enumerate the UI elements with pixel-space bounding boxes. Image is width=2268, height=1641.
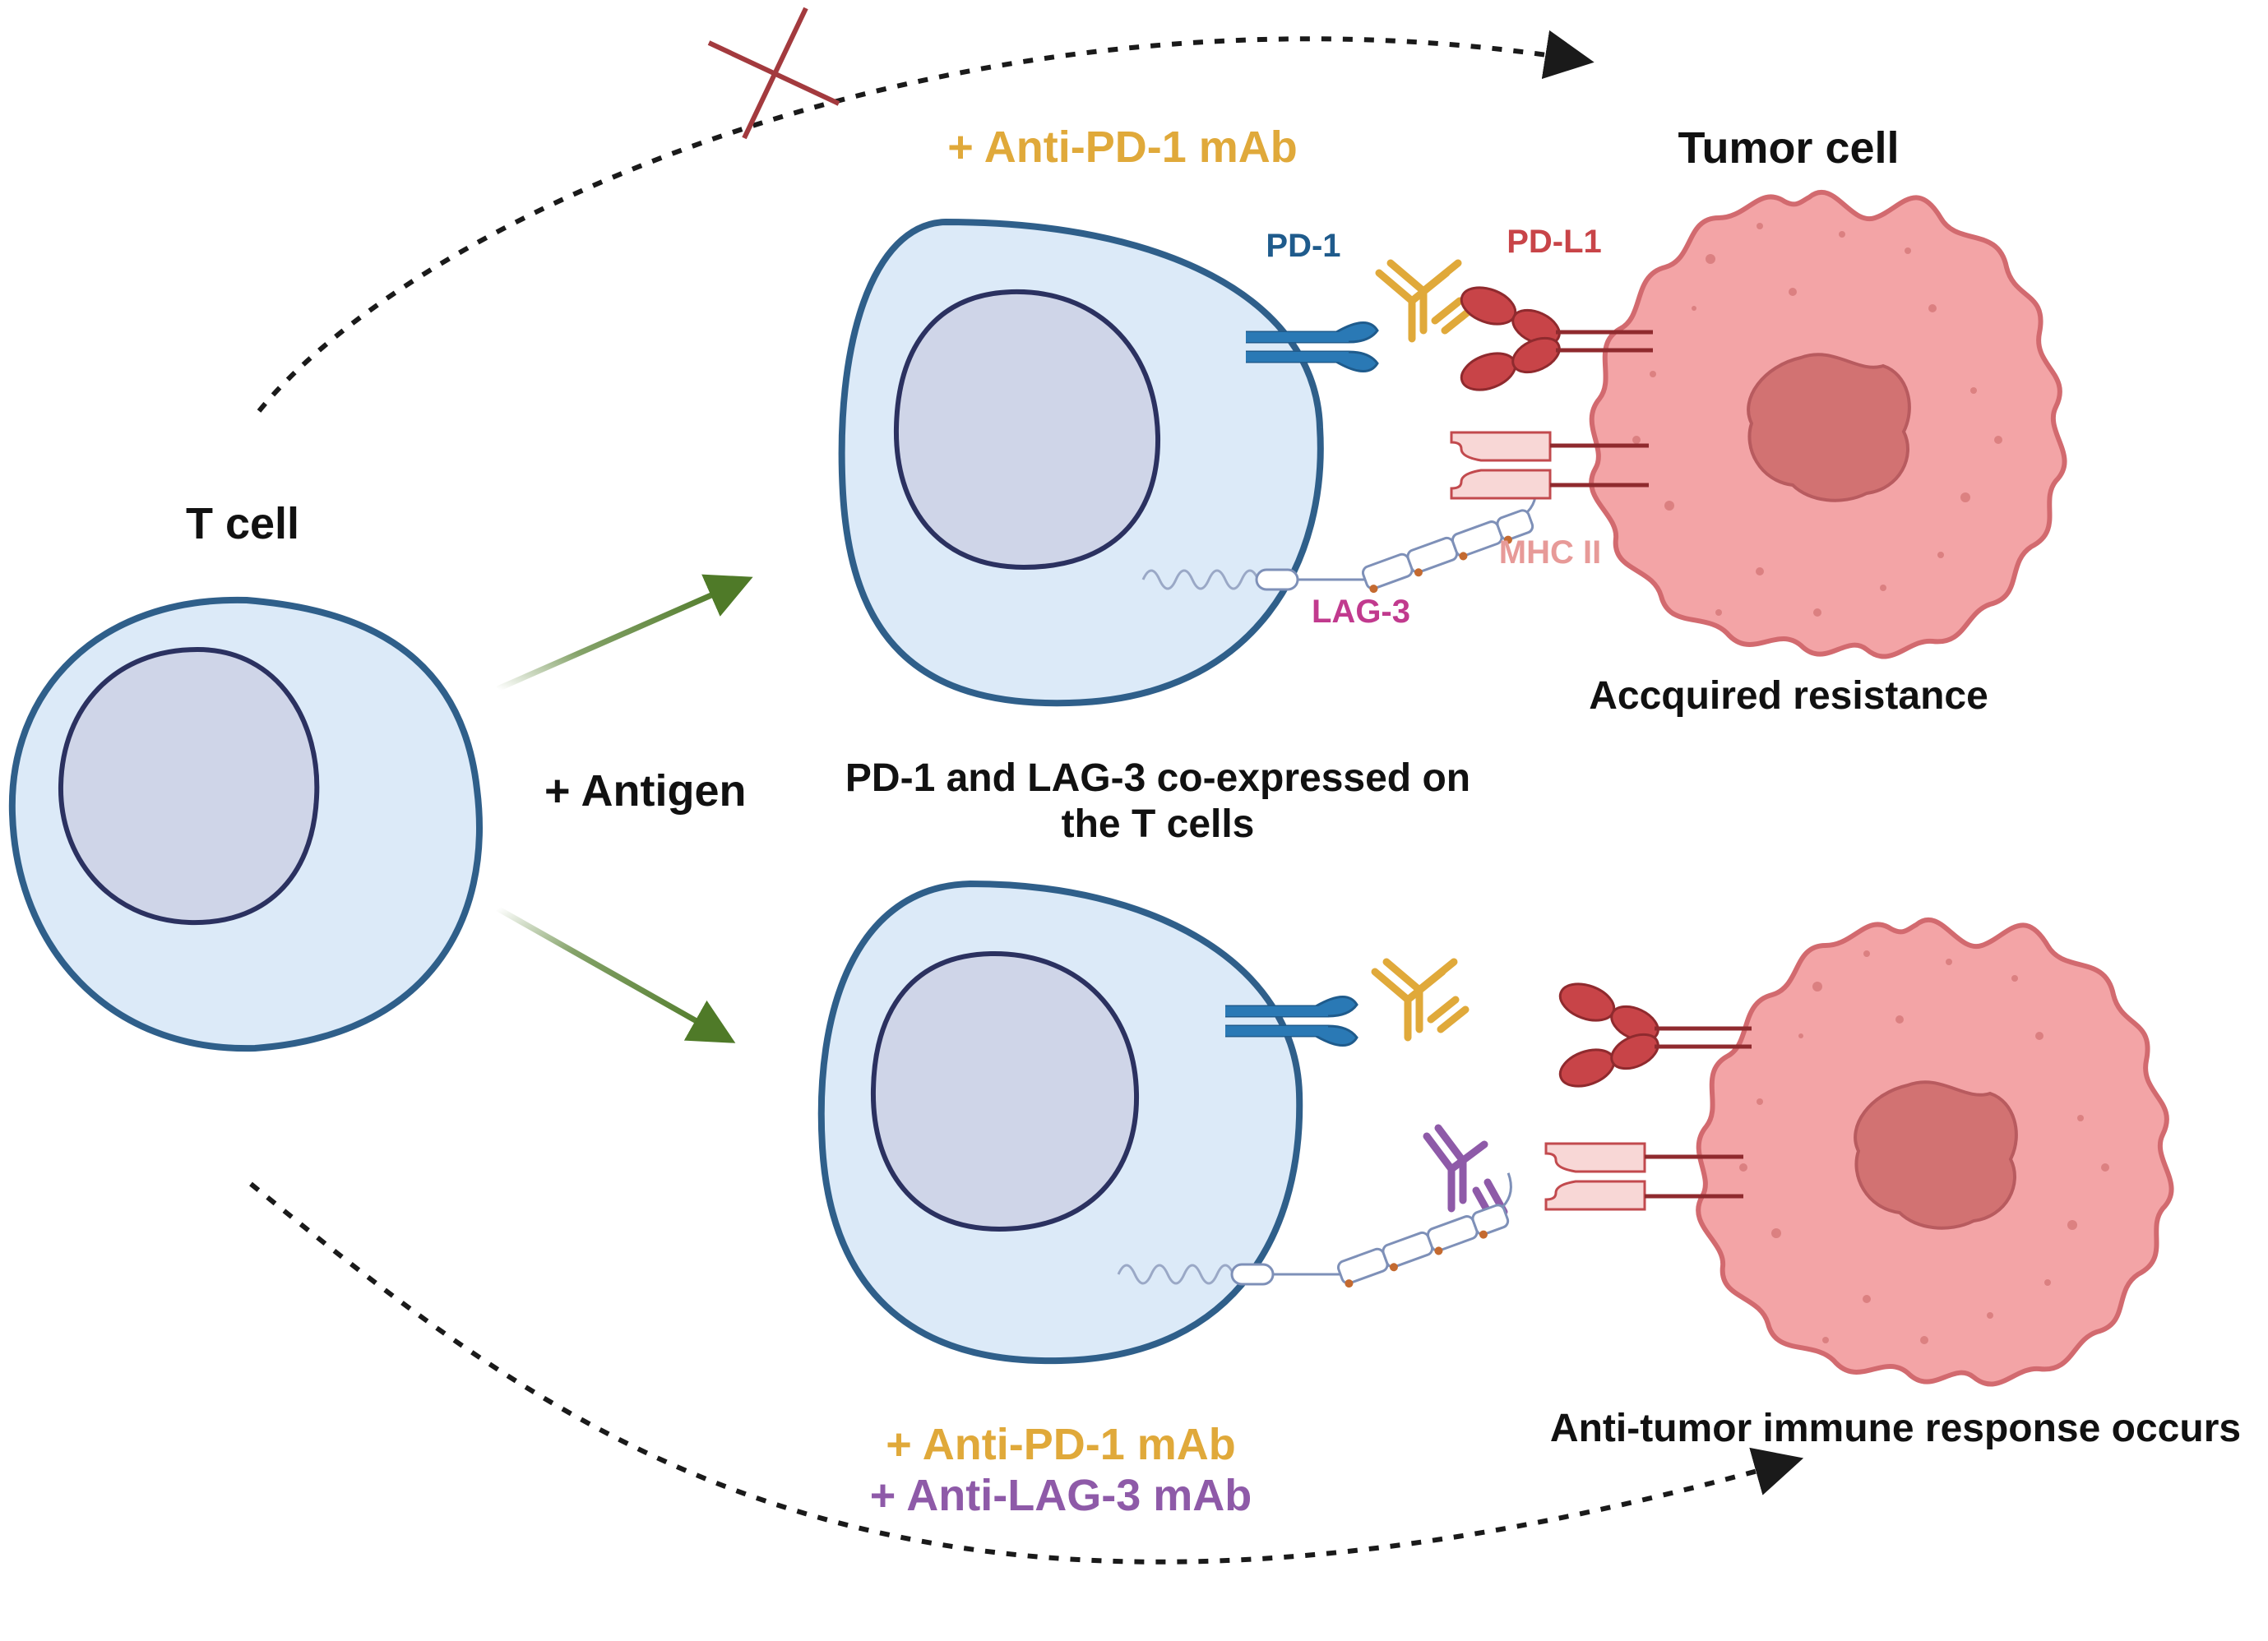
- bottom-curved-arrow: [249, 1181, 1804, 1565]
- anti-tumor-label: Anti-tumor immune response occurs: [1550, 1407, 2241, 1450]
- t-cell-bottom: [817, 880, 1303, 1365]
- coexpressed-label-line1: PD-1 and LAG-3 co-expressed on: [845, 756, 1470, 800]
- t-cell-label: T cell: [186, 499, 299, 548]
- antibody-icon: [1379, 263, 1470, 339]
- bottom-treatment-label-2: + Anti-LAG-3 mAb: [870, 1471, 1252, 1520]
- pd1-label: PD-1: [1266, 228, 1340, 264]
- bottom-treatment-label-1: + Anti-PD-1 mAb: [886, 1420, 1236, 1469]
- pdl1-label: PD-L1: [1507, 224, 1602, 260]
- acquired-resistance-label: Accquired resistance: [1589, 674, 1988, 718]
- lag3-label: LAG-3: [1312, 594, 1410, 630]
- coexpressed-label-line2: the T cells: [1062, 802, 1255, 846]
- tumor-cell-top: [1589, 189, 2067, 659]
- top-treatment-label: + Anti-PD-1 mAb: [947, 122, 1298, 172]
- blocked-x-icon: [707, 7, 840, 140]
- antibody-icon: [1375, 962, 1465, 1038]
- tumor-cell-label: Tumor cell: [1678, 123, 1899, 173]
- arrow-icon: [496, 574, 753, 1043]
- tumor-cell-bottom: [1696, 917, 2174, 1387]
- top-curved-arrow: [257, 30, 1595, 413]
- mhc2-label: MHC II: [1499, 534, 1601, 571]
- antigen-label: + Antigen: [544, 766, 747, 816]
- t-cell-top: [838, 218, 1324, 707]
- t-cell-naive: [8, 596, 483, 1052]
